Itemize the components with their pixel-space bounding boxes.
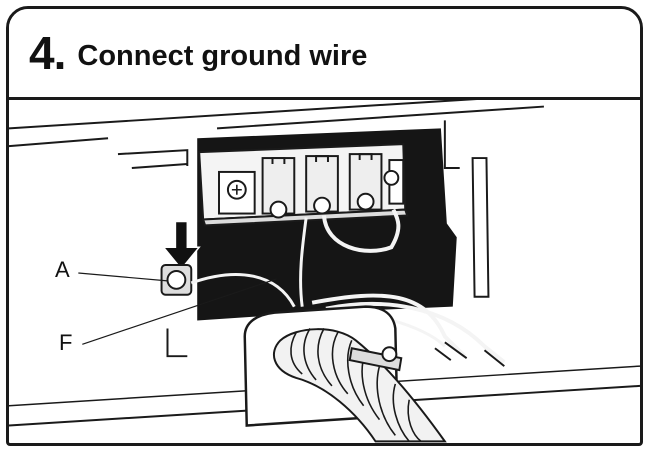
flexible-conduit — [272, 328, 447, 443]
instruction-card: 4. Connect ground wire — [6, 6, 643, 446]
step-title: Connect ground wire — [77, 39, 368, 72]
ground-screw — [160, 264, 193, 296]
terminal-block — [198, 143, 409, 227]
leader-lines — [78, 272, 277, 345]
callout-label-f: F — [59, 330, 73, 355]
callout-label-a: A — [55, 257, 70, 282]
wire-ends — [434, 341, 505, 367]
step-header: 4. Connect ground wire — [9, 9, 640, 100]
mounting-bracket — [117, 120, 490, 358]
step-number: 4. — [29, 27, 66, 79]
conduit-clamp — [348, 346, 403, 372]
terminal-block-illustration — [9, 97, 640, 443]
ground-arrow — [161, 220, 201, 271]
